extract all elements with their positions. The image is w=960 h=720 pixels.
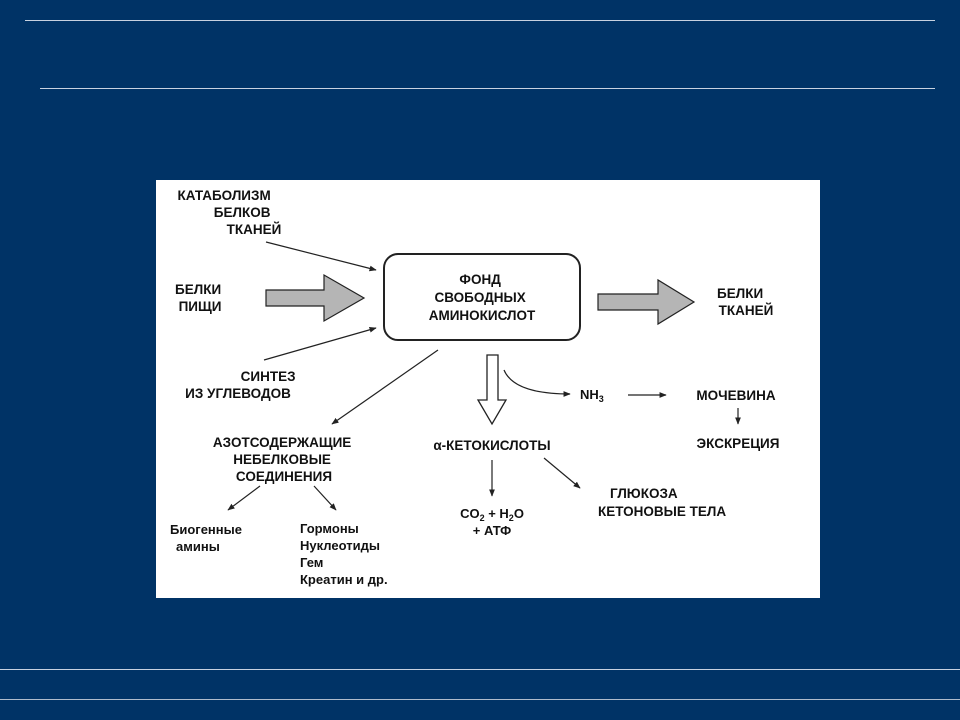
food-proteins-label-line2: ПИЩИ [179, 299, 222, 314]
catabolism-label-line1: КАТАБОЛИЗМ [178, 188, 271, 203]
catabolism-label-line2: БЕЛКОВ [214, 205, 271, 220]
svg-text:КАТАБОЛИЗМ БЕЛКОВ: КАТАБОЛИЗМ БЕЛКОВ ТКАНЕЙ [178, 188, 282, 237]
svg-text:БЕЛКИ ПИЩИ: БЕЛКИ ПИЩИ [175, 282, 225, 314]
urea-label: МОЧЕВИНА [696, 388, 775, 403]
biogenic-amines-line2: амины [176, 539, 220, 554]
hormones-line4: Креатин и др. [300, 572, 388, 587]
ketoacids-label: α-КЕТОКИСЛОТЫ [433, 438, 550, 453]
catabolism-label-line3: ТКАНЕЙ [227, 222, 282, 237]
hormones-arrow [313, 485, 337, 511]
hormones-line1: Гормоны [300, 521, 359, 536]
tissue-proteins-block-arrow [597, 278, 696, 326]
top-divider [25, 20, 935, 21]
hormones-line2: Нуклеотиды [300, 538, 380, 553]
svg-text:ГЛЮКОЗА КЕТОНОВЫЕ ТЕЛА: ГЛЮКОЗА КЕТОНОВЫЕ ТЕЛА [598, 486, 726, 519]
nitrogen-compounds-arrow [331, 349, 439, 425]
glucose-label-line2: КЕТОНОВЫЕ ТЕЛА [598, 504, 726, 519]
amino-acid-metabolism-diagram: ФОНД СВОБОДНЫХ АМИНОКИСЛОТ КАТАБОЛИЗМ БЕ… [156, 180, 820, 598]
pool-label-line2: СВОБОДНЫХ [434, 290, 525, 305]
hormones-line3: Гем [300, 555, 323, 570]
co2-h2o-label: CO2 + H2O [460, 506, 524, 523]
svg-text:АЗОТСОДЕРЖАЩИЕ НЕБЕЛКОВЫ: АЗОТСОДЕРЖАЩИЕ НЕБЕЛКОВЫЕ СОЕДИНЕНИЯ [213, 435, 355, 484]
synthesis-arrow [263, 327, 377, 361]
svg-text:БЕЛКИ ТКАНЕЙ: БЕЛКИ ТКАНЕЙ [717, 286, 773, 318]
biogenic-amines-arrow [227, 485, 261, 511]
biogenic-amines-line1: Биогенные [170, 522, 242, 537]
ketoacids-hollow-arrow [476, 354, 508, 426]
nitrogen-compounds-label-line3: СОЕДИНЕНИЯ [236, 469, 332, 484]
footer-divider [0, 669, 960, 670]
excretion-label: ЭКСКРЕЦИЯ [697, 436, 780, 451]
atp-label: + АТФ [473, 523, 512, 538]
tissue-proteins-label-line2: ТКАНЕЙ [719, 303, 774, 318]
svg-text:Гормоны Нуклеотиды: Гормоны Нуклеотиды Гем Креатин и др. [300, 521, 388, 587]
footer-bottom-line [0, 699, 960, 700]
food-proteins-label-line1: БЕЛКИ [175, 282, 221, 297]
glucose-arrow [543, 457, 581, 489]
catabolism-arrow [265, 241, 377, 272]
synthesis-label-line1: СИНТЕЗ [241, 369, 296, 384]
glucose-label-line1: ГЛЮКОЗА [610, 486, 678, 501]
nitrogen-compounds-label-line2: НЕБЕЛКОВЫЕ [233, 452, 331, 467]
svg-text:ФОНД СВОБОДНЫХ АМИ: ФОНД СВОБОДНЫХ АМИНОКИСЛОТ [429, 272, 536, 323]
nitrogen-compounds-label-line1: АЗОТСОДЕРЖАЩИЕ [213, 435, 351, 450]
pool-label-line1: ФОНД [459, 272, 501, 287]
ammonia-label: NH3 [580, 387, 604, 404]
pool-box [383, 253, 581, 341]
svg-text:СИНТЕЗ ИЗ УГЛЕВОДОВ: СИНТЕЗ ИЗ УГЛЕВОДОВ [185, 369, 299, 401]
tissue-proteins-label-line1: БЕЛКИ [717, 286, 763, 301]
pool-label-line3: АМИНОКИСЛОТ [429, 308, 536, 323]
title-underline [40, 88, 935, 89]
synthesis-label-line2: ИЗ УГЛЕВОДОВ [185, 386, 291, 401]
svg-text:Биогенные амины: Биогенные амины [170, 522, 246, 554]
ammonia-curved-arrow [503, 369, 571, 397]
food-proteins-block-arrow [265, 273, 366, 323]
